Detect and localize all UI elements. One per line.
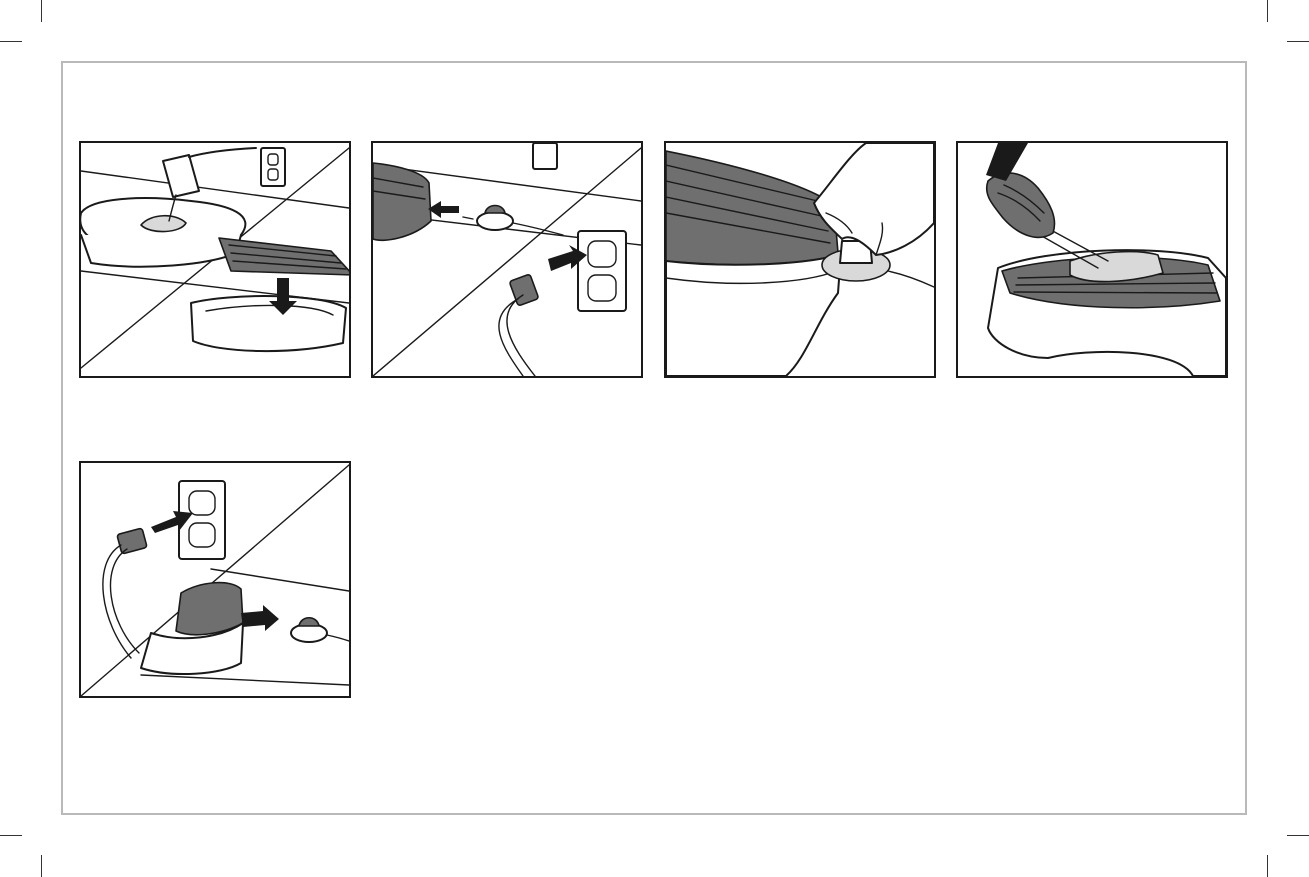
- crop-mark: [1267, 0, 1268, 22]
- crop-mark: [1287, 835, 1309, 836]
- illustration-plug-in: [371, 141, 643, 378]
- crop-mark: [0, 835, 22, 836]
- crop-mark: [1267, 855, 1268, 877]
- illustration-cook-food: [956, 141, 1228, 378]
- illustration-unplug: [79, 461, 351, 698]
- illustration-fill-drip-tray: [79, 141, 351, 378]
- crop-mark: [1287, 41, 1309, 42]
- illustration-fill-drip-tray-art: [81, 143, 349, 376]
- illustration-unplug-art: [81, 463, 349, 696]
- illustration-plug-in-art: [373, 143, 641, 376]
- illustration-set-temperature: [664, 141, 936, 378]
- crop-mark: [41, 0, 42, 22]
- illustration-set-temperature-art: [666, 143, 934, 376]
- illustration-cook-food-art: [958, 143, 1226, 376]
- crop-mark: [41, 855, 42, 877]
- crop-mark: [0, 41, 22, 42]
